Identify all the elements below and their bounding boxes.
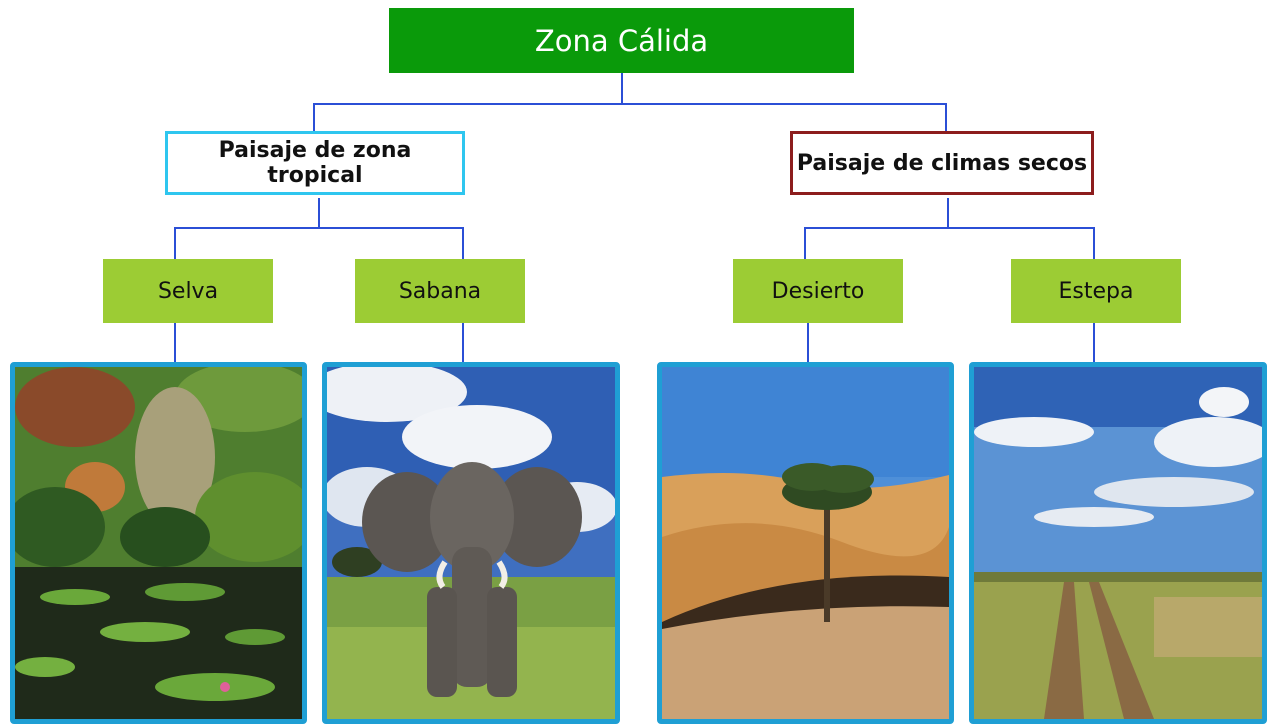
jungle-pond-photo [10,362,307,724]
leaf-node-label: Desierto [771,278,865,304]
group-node-label: Paisaje de climas secos [796,150,1088,176]
group-node-label: Paisaje de zona tropical [218,138,412,188]
savanna-elephant-photo [322,362,620,724]
leaf-node-desierto: Desierto [733,259,903,323]
leaf-node-estepa: Estepa [1011,259,1181,323]
group-node-tropical: Paisaje de zona tropical [165,131,465,195]
connector-tropical-to-leaves [174,227,464,259]
root-node-zona-calida: Zona Cálida [389,8,854,73]
group-node-dry-climates: Paisaje de climas secos [790,131,1094,195]
connector-root-to-groups [313,103,947,131]
connector-dry-to-leaves [804,227,1095,259]
leaf-node-label: Sabana [398,278,482,304]
leaf-node-sabana: Sabana [355,259,525,323]
leaf-node-selva: Selva [103,259,273,323]
leaf-node-label: Estepa [1058,278,1134,304]
desert-palm-photo [657,362,954,724]
leaf-node-label: Selva [157,278,219,304]
root-node-label: Zona Cálida [534,23,709,58]
steppe-trail-photo [969,362,1267,724]
